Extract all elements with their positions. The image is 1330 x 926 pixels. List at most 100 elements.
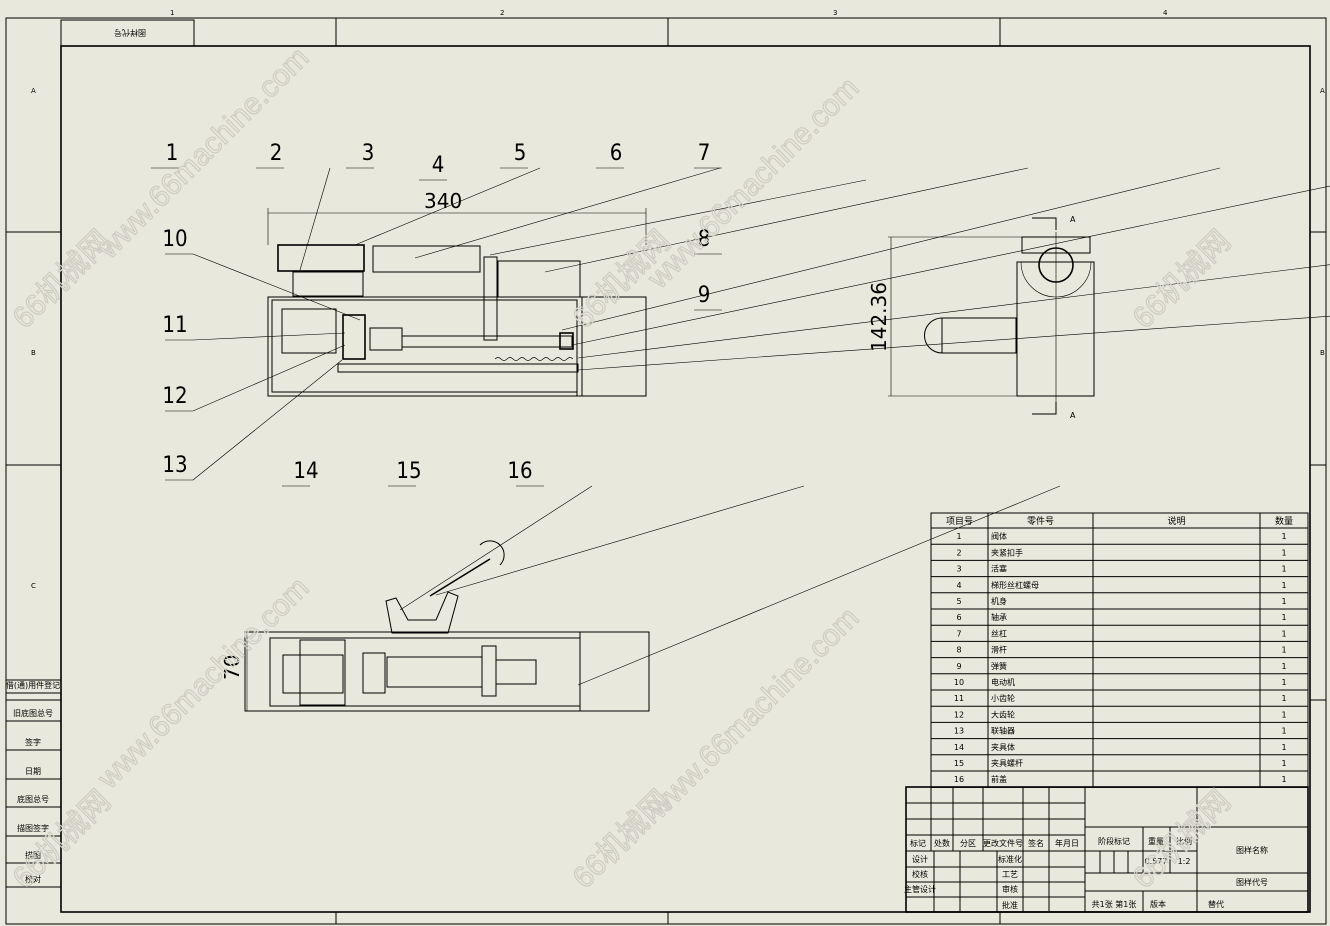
title-block-border	[905, 786, 1309, 913]
table-line	[192, 253, 361, 321]
bom-part-name: 滑杆	[991, 645, 1007, 655]
scale-label: 比例	[1176, 836, 1192, 846]
bom-quantity: 1	[1281, 710, 1286, 719]
side-view: 142.36 A A	[867, 215, 1095, 420]
zone-top-4: 4	[1163, 9, 1168, 17]
revision-header: 签名	[1028, 838, 1044, 848]
bom-header-cell: 说明	[1167, 515, 1185, 527]
table-line	[577, 485, 1061, 686]
bom-quantity: 1	[1281, 581, 1286, 590]
bom-item-number: 14	[954, 743, 964, 752]
bom-item-number: 4	[956, 581, 961, 590]
bom-part-name: 小齿轮	[991, 693, 1015, 703]
balloon-7: 7	[698, 141, 711, 166]
balloon-14: 14	[293, 459, 318, 484]
table-line	[354, 167, 541, 246]
section-marker-top: A	[1070, 215, 1076, 224]
check-label: 校核	[912, 869, 928, 879]
revision-header: 年月日	[1055, 838, 1079, 848]
revision-header: 分区	[960, 839, 976, 848]
corner-code-box: 图样代号	[60, 19, 195, 47]
title-block: 标记处数分区更改文件号签名年月日设计标准化校核工艺主管设计审核批准阶段标记重量比…	[904, 786, 1309, 913]
process-label: 工艺	[1002, 870, 1018, 879]
side-strip-label: 描图签字	[17, 823, 49, 833]
standardization-label: 标准化	[998, 854, 1022, 864]
bom-item-number: 11	[954, 694, 964, 703]
watermark-site: 66机械网	[567, 784, 678, 895]
bom-quantity: 1	[1281, 532, 1286, 541]
watermark-url: www.66machine.com	[641, 601, 865, 825]
bom-quantity: 1	[1281, 597, 1286, 606]
revision-header: 更改文件号	[983, 838, 1023, 848]
bom-header-cell: 零件号	[1027, 515, 1054, 527]
bom-header-cell: 数量	[1275, 515, 1293, 527]
bom-quantity: 1	[1281, 613, 1286, 622]
zone-left-a: A	[31, 87, 36, 95]
balloon-2: 2	[270, 141, 283, 166]
bom-item-number: 7	[956, 629, 961, 638]
table-line	[192, 359, 343, 481]
review-label: 审核	[1002, 884, 1018, 894]
balloon-12: 12	[162, 384, 187, 409]
table-line	[577, 264, 1330, 359]
bom-quantity: 1	[1281, 727, 1286, 736]
bom-item-number: 12	[954, 710, 964, 719]
balloon-11: 11	[162, 313, 187, 338]
table-line	[414, 167, 721, 259]
dimension-height: 142.36	[867, 282, 891, 352]
zone-right-a: A	[1320, 87, 1325, 95]
bom-item-number: 3	[956, 565, 961, 574]
dimension-width: 70	[220, 655, 244, 680]
balloon-3: 3	[362, 141, 375, 166]
watermark-url: www.66machine.com	[91, 571, 315, 795]
balloon-5: 5	[514, 141, 527, 166]
bom-quantity: 1	[1281, 694, 1286, 703]
sheet-frame	[5, 17, 1327, 925]
zone-top-2: 2	[500, 9, 504, 17]
balloon-8: 8	[698, 227, 711, 252]
bom-part-name: 弹簧	[991, 661, 1007, 671]
table-line	[489, 179, 867, 256]
version-label: 版本	[1150, 899, 1166, 909]
bom-quantity: 1	[1281, 646, 1286, 655]
balloon-4: 4	[432, 153, 445, 178]
bom-part-name: 活塞	[991, 564, 1007, 574]
zone-top-3: 3	[833, 9, 837, 17]
watermark-site: 66机械网	[1127, 224, 1238, 335]
bom-quantity: 1	[1281, 759, 1286, 768]
bom-part-name: 丝杠	[991, 628, 1007, 638]
bom-row: 1 阀体 1	[956, 531, 1286, 541]
bom-item-number: 2	[956, 548, 961, 557]
top-view: 70	[220, 540, 650, 712]
balloon-1: 1	[166, 141, 179, 166]
bom-item-number: 8	[956, 646, 961, 655]
table-line	[192, 332, 346, 341]
bom-item-number: 5	[956, 597, 961, 606]
bom-item-number: 1	[956, 532, 961, 541]
main-section-view: 340	[267, 189, 647, 397]
design-label: 设计	[912, 854, 928, 864]
side-strip-label: 日期	[25, 767, 41, 776]
bom-part-name: 阀体	[991, 531, 1007, 541]
table-line	[571, 185, 1330, 346]
side-strip-label: 描图	[25, 850, 41, 860]
sheet-info: 共1张 第1张	[1092, 899, 1137, 909]
section-marker-bottom: A	[1070, 411, 1076, 420]
bom-quantity: 1	[1281, 662, 1286, 671]
bom-quantity: 1	[1281, 548, 1286, 557]
table-line	[435, 485, 805, 596]
table-line	[299, 167, 331, 271]
bom-row: 11 小齿轮 1	[954, 693, 1287, 703]
bom-row: 8 滑杆 1	[956, 645, 1286, 655]
